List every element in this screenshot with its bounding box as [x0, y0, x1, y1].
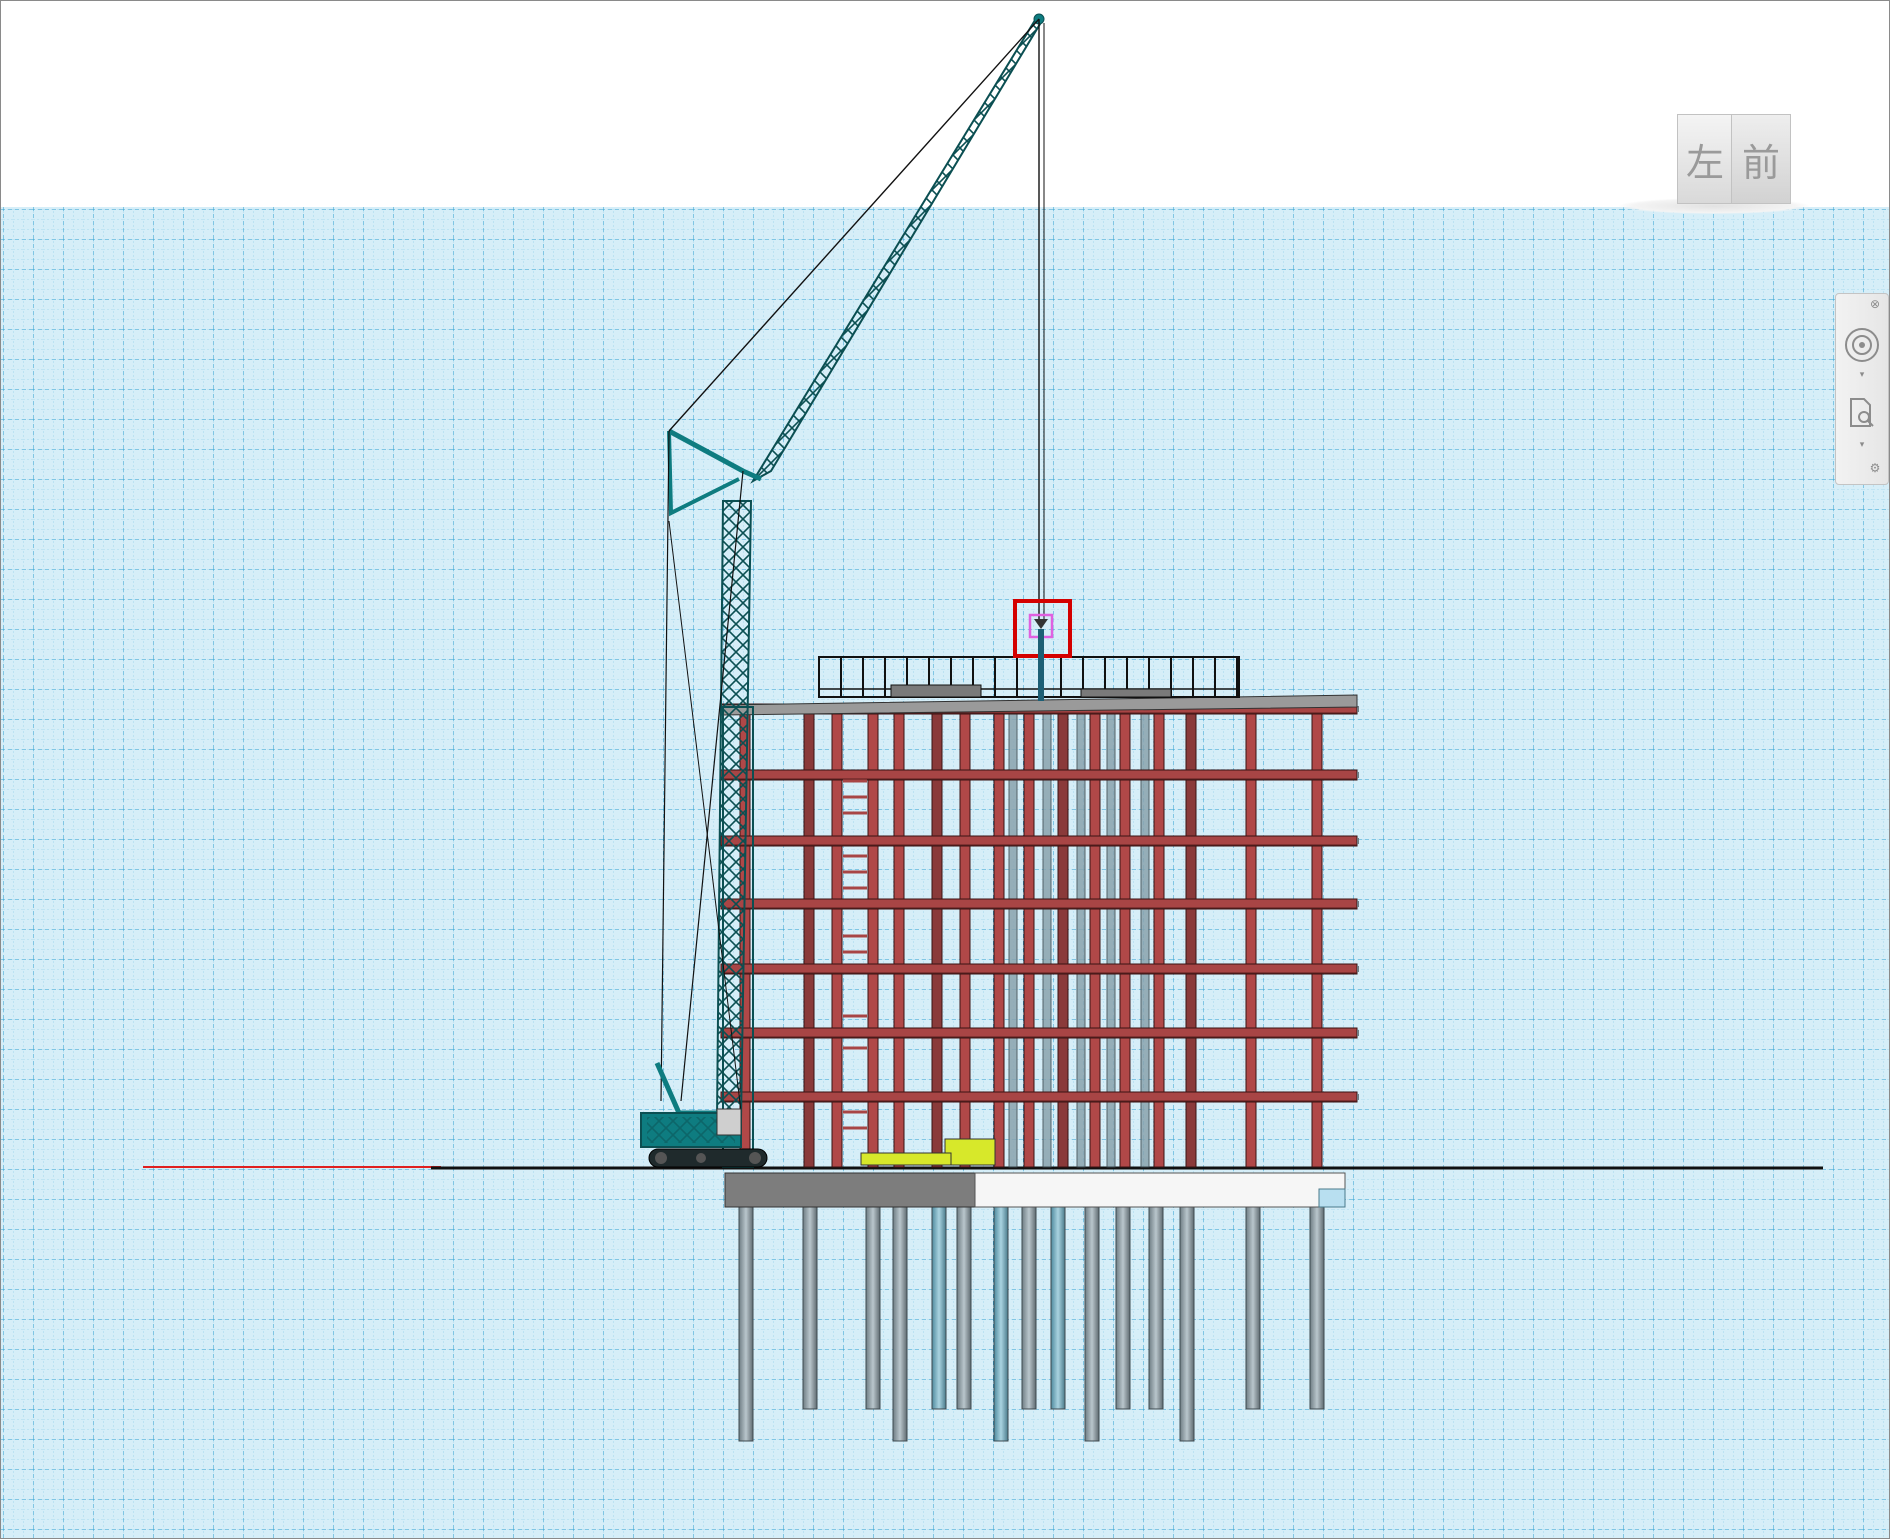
full-navigation-wheel-icon[interactable]: [1842, 320, 1882, 370]
site-vehicle: [860, 1138, 996, 1166]
viewcube[interactable]: 左 前: [1619, 106, 1809, 216]
pile: [1115, 1180, 1131, 1410]
options-icon[interactable]: ⚙: [1869, 461, 1881, 475]
pile: [1179, 1180, 1195, 1442]
pile: [956, 1180, 972, 1410]
zoom-dropdown-icon[interactable]: ▾: [1859, 440, 1865, 450]
pile: [931, 1180, 947, 1410]
pile: [865, 1180, 881, 1410]
pile: [892, 1180, 908, 1442]
pile: [1309, 1180, 1325, 1410]
roof-railing: [818, 656, 1240, 698]
navigation-bar: ⊗ ▾ ▾ ⚙: [1835, 293, 1889, 485]
pile: [1021, 1180, 1037, 1410]
selected-element[interactable]: [1013, 599, 1072, 701]
steel-frame-building[interactable]: [720, 694, 1359, 1168]
pile: [802, 1180, 818, 1410]
pile-caps: [724, 1172, 1346, 1208]
pile: [1084, 1180, 1100, 1442]
pile: [738, 1180, 754, 1442]
foundation-piles: [738, 1180, 1325, 1442]
viewcube-front-face[interactable]: 前: [1731, 114, 1791, 204]
crawler-crane[interactable]: [640, 13, 1045, 1168]
close-icon[interactable]: ⊗: [1869, 297, 1881, 311]
pile: [993, 1180, 1009, 1442]
viewcube-left-face[interactable]: 左: [1677, 114, 1733, 204]
pile: [1050, 1180, 1066, 1410]
pile: [1245, 1180, 1261, 1410]
pile: [1148, 1180, 1164, 1410]
zoom-extents-icon[interactable]: [1842, 390, 1882, 436]
wheel-dropdown-icon[interactable]: ▾: [1859, 370, 1865, 380]
